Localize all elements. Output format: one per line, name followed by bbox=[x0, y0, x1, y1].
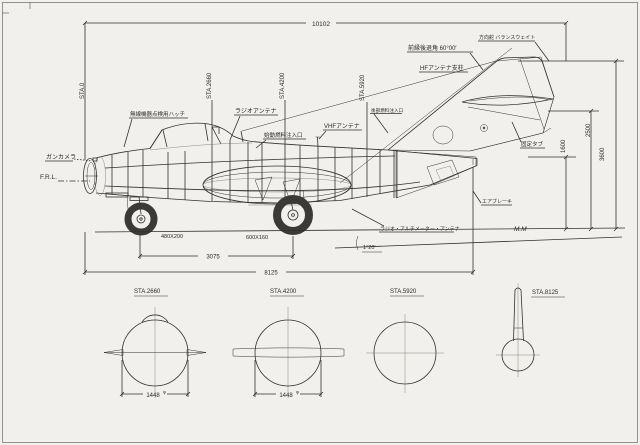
label-mm: M.M bbox=[514, 226, 527, 233]
horizontal-tailplane bbox=[461, 95, 554, 121]
section-dia-suffix-sta4200: φ bbox=[296, 390, 299, 395]
label-radio-altimeter: ラジオ・アルチメーター・アンテナ bbox=[380, 226, 460, 233]
label-rudder-weight: 方向舵 バランスウェイト bbox=[479, 34, 535, 41]
section-title-sta8125: STA.8125 bbox=[532, 290, 559, 296]
vhf-antenna-mast bbox=[315, 136, 320, 148]
label-radio-antenna: ラジオアンテナ bbox=[235, 108, 277, 115]
dim-height-2500: 2500 bbox=[586, 123, 592, 137]
station-sta2660: STA.2660 bbox=[207, 72, 213, 99]
vertical-fin bbox=[387, 56, 555, 152]
label-hf-mast: HFアンテナ支柱 bbox=[420, 64, 464, 72]
nose-intake bbox=[83, 156, 106, 196]
rear-fuselage-section bbox=[395, 150, 477, 199]
fuselage-panel-lines bbox=[104, 140, 421, 203]
height-dimensions bbox=[518, 58, 624, 232]
dim-ground-angle: 1°20′ bbox=[363, 245, 375, 251]
gun-fairings bbox=[92, 157, 149, 201]
label-sweep-angle: 前縁後退角 60°00′ bbox=[408, 44, 457, 52]
section-title-sta4200: STA.4200 bbox=[270, 289, 297, 295]
station-sta4200: STA.4200 bbox=[280, 72, 286, 99]
station-sta0: STA.0 bbox=[80, 82, 86, 99]
wing-root-fairing bbox=[202, 165, 352, 205]
station-sta5920: STA.5920 bbox=[360, 74, 366, 101]
hf-antenna-wire bbox=[241, 60, 497, 132]
fin-sweep-reference-line bbox=[339, 47, 513, 184]
cockpit-canopy bbox=[149, 123, 253, 151]
section-sta8125: STA.8125 bbox=[496, 283, 565, 377]
section-title-sta5920: STA.5920 bbox=[390, 289, 417, 295]
dim-nose-tire: 480X200 bbox=[161, 234, 183, 240]
dim-height-3600: 3600 bbox=[600, 147, 606, 161]
section-title-sta2660: STA.2660 bbox=[134, 289, 161, 295]
nose-landing-gear bbox=[124, 195, 158, 236]
label-air-brake: エアブレーキ bbox=[482, 198, 512, 205]
section-sta2660: STA.2660 1448 φ bbox=[103, 289, 207, 399]
section-sta5920: STA.5920 bbox=[366, 289, 444, 393]
dim-wheelbase: 3075 bbox=[206, 255, 220, 261]
label-vhf-antenna: VHFアンテナ bbox=[324, 123, 360, 130]
dim-main-tire: 600X160 bbox=[246, 235, 268, 241]
section-sta4200: STA.4200 1448 φ bbox=[232, 289, 345, 399]
leader-lines bbox=[45, 40, 550, 233]
overall-length-dimension bbox=[82, 20, 569, 160]
dim-overall-length: 10102 bbox=[312, 21, 330, 28]
aircraft-side-view bbox=[83, 47, 555, 236]
bottom-dimensions bbox=[82, 167, 476, 275]
fin-detail bbox=[387, 56, 555, 152]
label-fuel-filler: 始動燃料注入口 bbox=[264, 131, 303, 139]
section-dia-sta2660: 1448 bbox=[146, 393, 160, 399]
label-frl: F.R.L. bbox=[40, 174, 57, 181]
station-lines bbox=[211, 100, 368, 203]
ground-lines bbox=[94, 227, 626, 253]
fuselage-upper-outline bbox=[95, 122, 478, 159]
wire-mast bbox=[240, 130, 244, 143]
label-rear-filler: 後部燃料注入口 bbox=[371, 107, 404, 114]
section-dia-suffix-sta2660: φ bbox=[163, 390, 166, 395]
label-radio-hatch: 無線機器点検用ハッチ bbox=[130, 110, 185, 118]
dim-height-1600: 1600 bbox=[561, 139, 567, 153]
label-gun-camera: ガンカメラ bbox=[46, 153, 76, 161]
main-landing-gear bbox=[273, 189, 313, 235]
air-brake-panel bbox=[426, 159, 460, 186]
section-dia-sta4200: 1448 bbox=[279, 393, 293, 399]
label-fixed-tab: 固定タブ bbox=[521, 140, 544, 148]
dim-length-8125: 8125 bbox=[264, 271, 278, 277]
